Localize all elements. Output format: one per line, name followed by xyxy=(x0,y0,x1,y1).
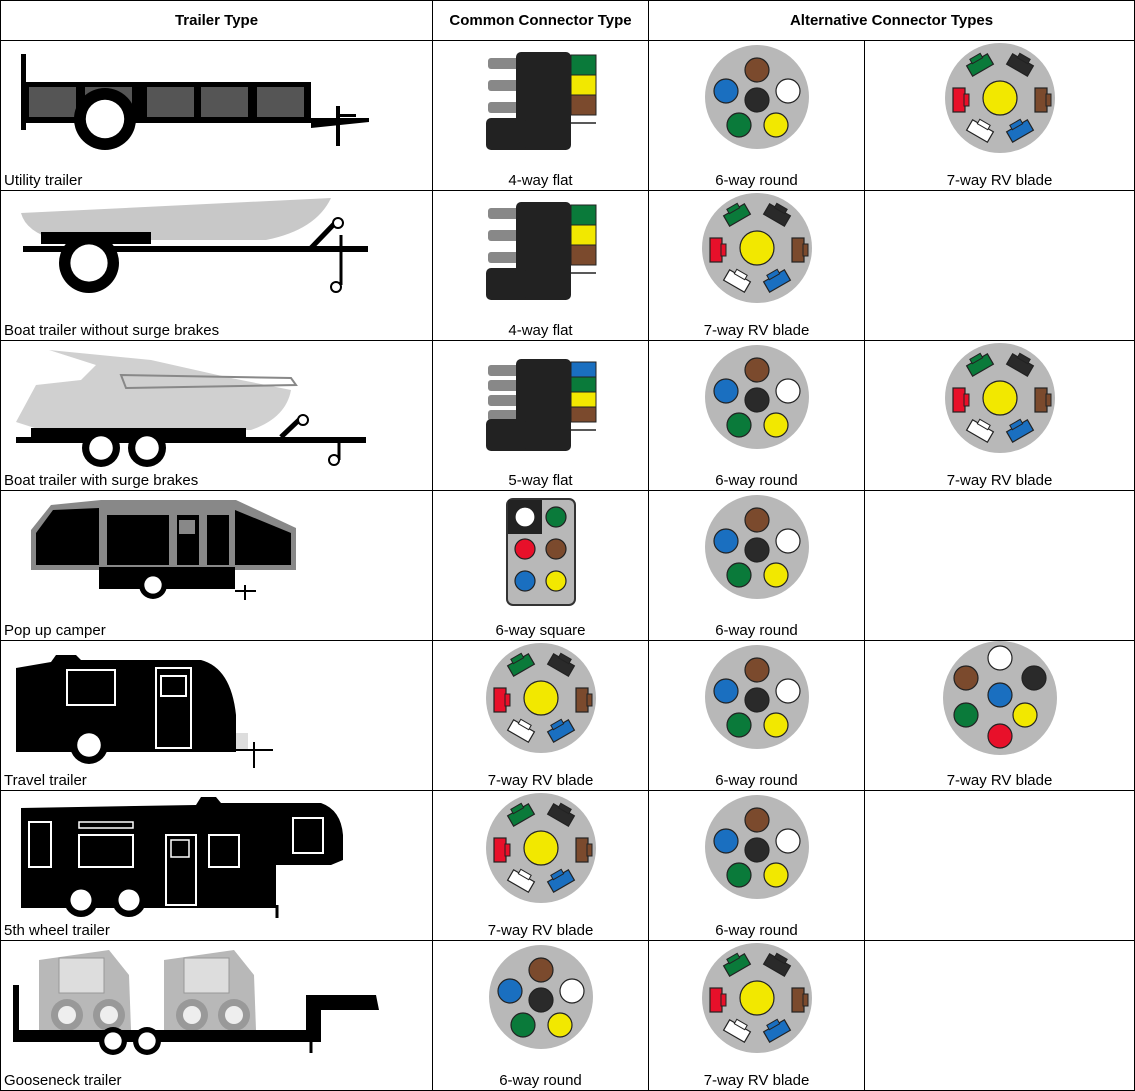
four-way-flat-connector-icon xyxy=(486,52,597,150)
utility-trailer-icon xyxy=(21,54,369,150)
connector-type-label: 7-way RV blade xyxy=(487,922,594,939)
trailer-type-label: Pop up camper xyxy=(4,622,106,639)
connector-type-label: 7-way RV blade xyxy=(946,772,1053,789)
six-way-round-connector-icon xyxy=(705,645,809,749)
fifth-wheel-trailer-icon xyxy=(21,797,343,918)
connector-type-label: 7-way RV blade xyxy=(487,772,594,789)
connector-type-label: 7-way RV blade xyxy=(946,172,1053,189)
trailer-type-label: 5th wheel trailer xyxy=(4,922,110,939)
alternative-connector-cell xyxy=(863,490,1135,641)
alternative-connector-cell: 7-way RV blade xyxy=(648,940,865,1091)
trailer-type-label: Utility trailer xyxy=(4,172,83,189)
alternative-connector-cell: 6-way round xyxy=(648,340,865,491)
connector-type-label: 6-way round xyxy=(715,622,798,639)
connector-type-label: 5-way flat xyxy=(508,472,573,489)
table-row: Boat trailer without surge brakes 4-way f… xyxy=(0,190,1135,341)
seven-way-rv-blade-connector-icon xyxy=(945,343,1055,453)
connector-type-label: 6-way round xyxy=(715,172,798,189)
common-connector-cell: 4-way flat xyxy=(432,190,649,341)
trailer-type-label: Travel trailer xyxy=(4,772,87,789)
common-connector-cell: 4-way flat xyxy=(432,40,649,191)
five-way-flat-connector-icon xyxy=(486,359,597,451)
connector-type-label: 6-way round xyxy=(715,772,798,789)
connector-type-label: 4-way flat xyxy=(508,172,573,189)
connector-type-label: 6-way round xyxy=(715,472,798,489)
header-common-connector: Common Connector Type xyxy=(432,0,649,41)
trailer-cell: Travel trailer xyxy=(0,640,433,791)
connector-type-label: 7-way RV blade xyxy=(703,1072,810,1089)
alternative-connector-cell: 7-way RV blade xyxy=(863,640,1135,791)
connector-type-label: 6-way round xyxy=(715,922,798,939)
boat-trailer-surge-icon xyxy=(16,350,366,467)
six-way-square-connector-icon xyxy=(506,498,576,606)
table-row: Gooseneck trailer 6-way round 7-way RV bla… xyxy=(0,940,1135,1091)
alternative-connector-cell xyxy=(863,190,1135,341)
boat-trailer-icon xyxy=(21,198,368,293)
trailer-type-label: Boat trailer without surge brakes xyxy=(4,322,220,339)
connector-type-label: 4-way flat xyxy=(508,322,573,339)
common-connector-cell: 6-way round xyxy=(432,940,649,1091)
seven-way-rv-blade-connector-icon xyxy=(945,43,1055,153)
seven-way-rv-blade-connector-icon xyxy=(702,943,812,1053)
connector-type-label: 6-way round xyxy=(499,1072,582,1089)
common-connector-cell: 5-way flat xyxy=(432,340,649,491)
header-trailer-type: Trailer Type xyxy=(0,0,433,41)
six-way-round-connector-icon xyxy=(705,495,809,599)
alternative-connector-cell: 7-way RV blade xyxy=(863,40,1135,191)
six-way-round-connector-icon xyxy=(705,795,809,899)
connector-type-label: 7-way RV blade xyxy=(946,472,1053,489)
seven-way-rv-blade-connector-icon xyxy=(486,793,596,903)
trailer-cell: Boat trailer with surge brakes xyxy=(0,340,433,491)
travel-trailer-icon xyxy=(16,655,273,768)
alternative-connector-cell: 6-way round xyxy=(648,40,865,191)
pop-up-camper-icon xyxy=(31,500,296,600)
trailer-cell: Boat trailer without surge brakes xyxy=(0,190,433,341)
gooseneck-trailer-icon xyxy=(13,950,379,1055)
alternative-connector-cell: 6-way round xyxy=(648,490,865,641)
trailer-cell: Gooseneck trailer xyxy=(0,940,433,1091)
six-way-round-connector-icon xyxy=(705,345,809,449)
four-way-flat-connector-icon xyxy=(486,202,597,300)
six-way-round-connector-icon xyxy=(489,945,593,1049)
table-row: Boat trailer with surge brakes 5-way flat… xyxy=(0,340,1135,491)
alternative-connector-cell: 7-way RV blade xyxy=(648,190,865,341)
common-connector-cell: 7-way RV blade xyxy=(432,640,649,791)
table-row: 5th wheel trailer 7-way RV blade 6-way rou… xyxy=(0,790,1135,941)
common-connector-cell: 7-way RV blade xyxy=(432,790,649,941)
alternative-connector-cell: 6-way round xyxy=(648,640,865,791)
alternative-connector-cell: 6-way round xyxy=(648,790,865,941)
trailer-cell: Utility trailer xyxy=(0,40,433,191)
table-row: Travel trailer 7-way RV blade 6-way round 7… xyxy=(0,640,1135,791)
six-way-round-connector-icon xyxy=(705,45,809,149)
header-alternative-connectors: Alternative Connector Types xyxy=(647,0,1135,41)
trailer-type-label: Boat trailer with surge brakes xyxy=(4,472,199,489)
trailer-cell: 5th wheel trailer xyxy=(0,790,433,941)
table-row: Pop up camper 6-way square 6-way round xyxy=(0,490,1135,641)
connector-type-label: 6-way square xyxy=(495,622,586,639)
seven-way-rv-blade-connector-icon xyxy=(486,643,596,753)
table-row: Utility trailer 4-way flat 6-way round 7-wa… xyxy=(0,40,1135,191)
alternative-connector-cell xyxy=(863,790,1135,941)
common-connector-cell: 6-way square xyxy=(432,490,649,641)
trailer-type-label: Gooseneck trailer xyxy=(4,1072,122,1089)
connector-type-label: 7-way RV blade xyxy=(703,322,810,339)
trailer-cell: Pop up camper xyxy=(0,490,433,641)
alternative-connector-cell: 7-way RV blade xyxy=(863,340,1135,491)
alternative-connector-cell xyxy=(863,940,1135,1091)
seven-way-round-pin-connector-icon xyxy=(943,641,1057,755)
seven-way-rv-blade-connector-icon xyxy=(702,193,812,303)
